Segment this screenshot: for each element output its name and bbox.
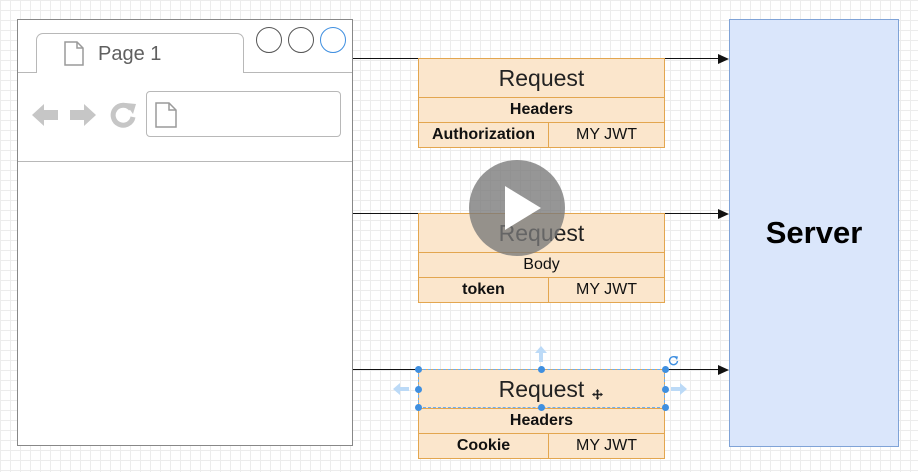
server-label: Server — [765, 215, 863, 250]
clone-arrow-up-icon[interactable] — [535, 346, 547, 362]
reload-icon[interactable] — [108, 100, 138, 130]
request-box-cookie[interactable]: Request Headers Cookie MY JWT — [418, 369, 665, 459]
address-bar[interactable] — [146, 91, 341, 137]
clone-arrow-right-icon[interactable] — [671, 383, 687, 395]
request-value: MY JWT — [575, 281, 638, 298]
document-icon — [155, 102, 177, 128]
browser-tab[interactable]: Page 1 — [36, 33, 244, 73]
browser-window: Page 1 — [17, 19, 353, 446]
move-cursor-icon — [592, 389, 603, 400]
resize-handle[interactable] — [662, 386, 669, 393]
resize-handle[interactable] — [415, 366, 422, 373]
resize-handle[interactable] — [415, 386, 422, 393]
arrowhead — [718, 209, 729, 219]
window-button-3[interactable] — [320, 27, 346, 53]
request-key: token — [419, 278, 549, 302]
back-arrow-icon[interactable] — [30, 100, 60, 130]
play-button[interactable] — [469, 160, 565, 256]
server-box[interactable]: Server — [729, 19, 899, 447]
rotate-icon[interactable] — [668, 355, 679, 366]
document-icon — [64, 41, 84, 66]
request-key: Authorization — [419, 123, 549, 147]
request-box-authorization[interactable]: Request Headers Authorization MY JWT — [418, 58, 665, 148]
arrowhead — [718, 54, 729, 64]
connector-request-1-server — [665, 58, 719, 59]
connector-browser-request-2 — [353, 213, 419, 214]
request-key: Cookie — [419, 434, 549, 458]
play-icon — [505, 186, 541, 230]
request-value: MY JWT — [575, 437, 638, 454]
window-button-1[interactable] — [256, 27, 282, 53]
resize-handle[interactable] — [538, 366, 545, 373]
resize-handle[interactable] — [662, 366, 669, 373]
request-value: MY JWT — [575, 126, 638, 143]
connector-request-3-server — [665, 369, 719, 370]
tab-title: Page 1 — [98, 43, 162, 65]
forward-arrow-icon[interactable] — [68, 100, 98, 130]
arrowhead — [718, 365, 729, 375]
window-button-2[interactable] — [288, 27, 314, 53]
clone-arrow-left-icon[interactable] — [393, 383, 409, 395]
resize-handle[interactable] — [662, 404, 669, 411]
request-section: Headers — [509, 412, 574, 429]
connector-browser-request-1 — [353, 58, 419, 59]
resize-handle[interactable] — [415, 404, 422, 411]
request-title: Request — [498, 64, 585, 91]
toolbar-divider — [18, 161, 352, 162]
request-section: Body — [523, 256, 560, 273]
request-title: Request — [498, 375, 585, 402]
request-section: Headers — [509, 101, 574, 118]
connector-browser-request-3 — [353, 369, 419, 370]
connector-request-2-server — [665, 213, 719, 214]
resize-handle[interactable] — [538, 404, 545, 411]
